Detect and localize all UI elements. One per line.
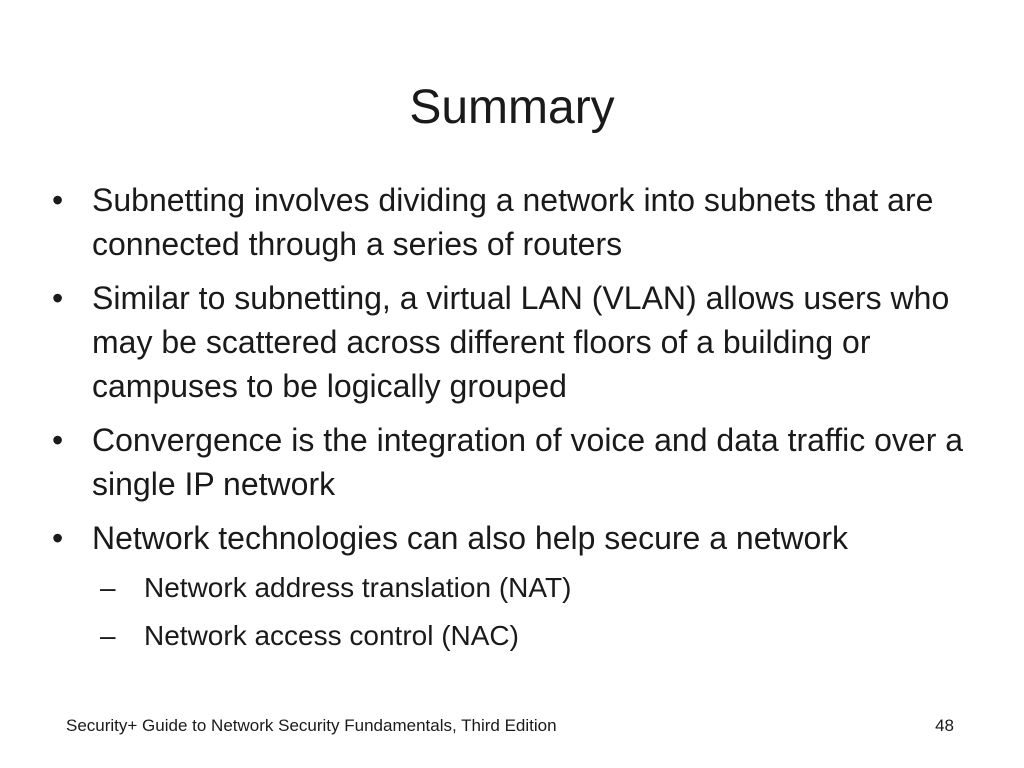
bullet-item: • Similar to subnetting, a virtual LAN (…	[52, 276, 982, 408]
bullet-text: Network technologies can also help secur…	[92, 520, 848, 556]
bullet-marker: •	[52, 422, 64, 458]
bullet-marker: •	[52, 280, 64, 316]
bullet-item: • Convergence is the integration of voic…	[52, 418, 982, 506]
sub-bullet-marker: –	[100, 620, 116, 651]
sub-bullet-list: – Network address translation (NAT) – Ne…	[92, 568, 982, 656]
sub-bullet-item: – Network address translation (NAT)	[100, 568, 982, 608]
bullet-text: Subnetting involves dividing a network i…	[92, 182, 934, 262]
bullet-marker: •	[52, 520, 64, 556]
sub-bullet-item: – Network access control (NAC)	[100, 616, 982, 656]
footer-book-title: Security+ Guide to Network Security Fund…	[66, 716, 557, 735]
bullet-marker: •	[52, 182, 64, 218]
page-number: 48	[935, 716, 954, 735]
bullet-list: • Subnetting involves dividing a network…	[52, 178, 982, 666]
sub-bullet-marker: –	[100, 572, 116, 603]
bullet-item: • Subnetting involves dividing a network…	[52, 178, 982, 266]
bullet-text: Similar to subnetting, a virtual LAN (VL…	[92, 280, 950, 404]
sub-bullet-text: Network access control (NAC)	[144, 620, 519, 651]
bullet-item: • Network technologies can also help sec…	[52, 516, 982, 656]
sub-bullet-text: Network address translation (NAT)	[144, 572, 572, 603]
slide-title: Summary	[409, 81, 615, 134]
bullet-text: Convergence is the integration of voice …	[92, 422, 964, 502]
